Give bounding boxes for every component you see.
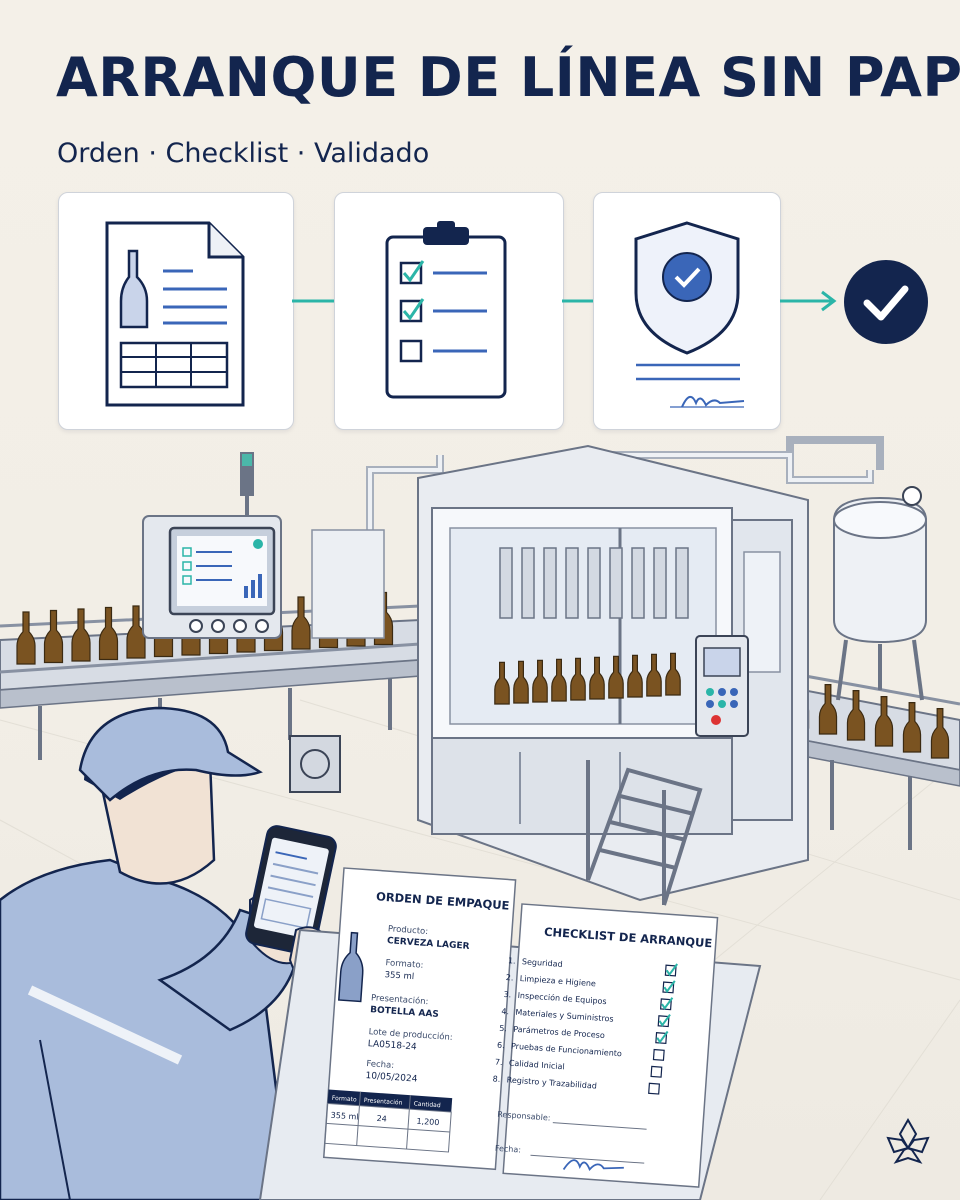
beer-bottle <box>43 609 64 664</box>
beer-bottle <box>902 702 922 753</box>
beer-bottle <box>532 659 548 703</box>
order-product-label: Producto: <box>387 924 428 937</box>
checklist-item-number: 3. <box>503 990 511 1000</box>
beer-bottle <box>494 661 510 705</box>
checkmark-icon <box>665 963 678 977</box>
filler-nozzles <box>499 547 689 619</box>
filler-nozzle <box>499 547 513 619</box>
order-table-cell-3: 1,200 <box>416 1117 439 1128</box>
order-presentation-label: Presentación: <box>371 992 429 1007</box>
beer-bottle <box>291 596 311 650</box>
motor-box <box>289 735 341 793</box>
checklist-item-number: 7. <box>495 1058 503 1068</box>
order-presentation-value: BOTELLA AAS <box>370 1005 439 1020</box>
page-title: ARRANQUE DE LÍNEA SIN PAPEL <box>56 46 960 109</box>
checkmark-icon <box>663 980 676 994</box>
beer-bottle <box>930 708 950 759</box>
order-date-value: 10/05/2024 <box>365 1071 418 1085</box>
checklist-item-label: Seguridad <box>522 957 563 969</box>
signature <box>562 1159 624 1172</box>
machine-control-panel <box>695 635 749 737</box>
order-lot-value: LA0518-24 <box>367 1039 417 1052</box>
beer-bottle <box>98 606 119 661</box>
filler-nozzle <box>609 547 623 619</box>
order-table-header-3: Cantidad <box>413 1100 441 1109</box>
beer-bottle <box>589 656 605 700</box>
checklist-item-number: 1. <box>508 956 516 966</box>
checklist-checkbox[interactable] <box>652 1048 665 1061</box>
beer-bottle <box>570 657 586 701</box>
filler-nozzle <box>543 547 557 619</box>
order-format-label: Formato: <box>385 958 424 971</box>
document-bottle-icon <box>105 221 245 407</box>
step-connectors <box>292 290 837 312</box>
operator-worker <box>0 706 302 1200</box>
checklist-item-label: Calidad Inicial <box>509 1058 565 1071</box>
flower-logo-icon <box>886 1117 930 1164</box>
beer-bottle <box>16 611 36 665</box>
checkmark-icon <box>661 997 674 1010</box>
beer-bottle <box>818 684 838 735</box>
order-table-header-2: Presentación <box>364 1097 403 1107</box>
order-table-cell-1: 355 ml <box>330 1111 358 1122</box>
clipboard-checklist-icon <box>385 221 507 399</box>
beer-bottle <box>646 653 662 697</box>
checklist-checkbox[interactable] <box>648 1082 661 1095</box>
checklist-sheet: CHECKLIST DE ARRANQUE 1.Seguridad2.Limpi… <box>492 903 719 1188</box>
checklist-responsible-label: Responsable: <box>497 1110 551 1123</box>
filler-nozzle <box>587 547 601 619</box>
beer-bottle <box>874 696 894 747</box>
checklist-item-number: 5. <box>499 1024 507 1034</box>
beer-bottle <box>513 660 529 704</box>
smartphone <box>245 825 337 956</box>
checkmark-icon <box>658 1014 671 1027</box>
checkmark-icon <box>656 1030 669 1044</box>
filler-nozzle <box>675 547 689 619</box>
access-stairs <box>586 760 703 906</box>
beer-bottle <box>126 605 146 659</box>
filler-nozzle <box>521 547 535 619</box>
order-format-value: 355 ml <box>384 970 414 982</box>
step-card-checklist <box>334 192 564 430</box>
checklist-item-number: 8. <box>492 1074 500 1084</box>
checklist-item-number: 2. <box>506 973 514 983</box>
checklist-date-label: Fecha: <box>495 1144 522 1155</box>
storage-tank <box>833 486 927 701</box>
beer-bottle <box>551 658 567 702</box>
checklist-item-number: 4. <box>501 1007 509 1017</box>
beer-bottle <box>665 652 681 696</box>
bottles-in-machine <box>494 652 681 705</box>
beer-bottle <box>608 655 624 699</box>
order-sheet: ORDEN DE EMPAQUE Producto: CERVEZA LAGER… <box>322 867 517 1171</box>
checklist-checkbox[interactable] <box>650 1065 663 1078</box>
order-table-cell-2: 24 <box>376 1114 387 1124</box>
filler-nozzle <box>653 547 667 619</box>
shield-check-icon <box>634 221 745 408</box>
beer-bottle <box>627 654 643 698</box>
hmi-cabinet <box>142 452 282 639</box>
filler-nozzle <box>565 547 579 619</box>
step-card-validated <box>593 192 781 430</box>
auxiliary-cabinet <box>311 529 385 639</box>
beer-bottle <box>846 690 866 741</box>
filler-nozzle <box>631 547 645 619</box>
order-date-label: Fecha: <box>366 1059 394 1071</box>
beer-bottle <box>71 608 91 662</box>
check-circle-icon <box>844 260 928 344</box>
step-card-order <box>58 192 294 430</box>
order-table-header-1: Formato <box>332 1095 358 1104</box>
page-subtitle: Orden · Checklist · Validado <box>57 138 430 169</box>
checklist-item-number: 6. <box>497 1041 505 1051</box>
